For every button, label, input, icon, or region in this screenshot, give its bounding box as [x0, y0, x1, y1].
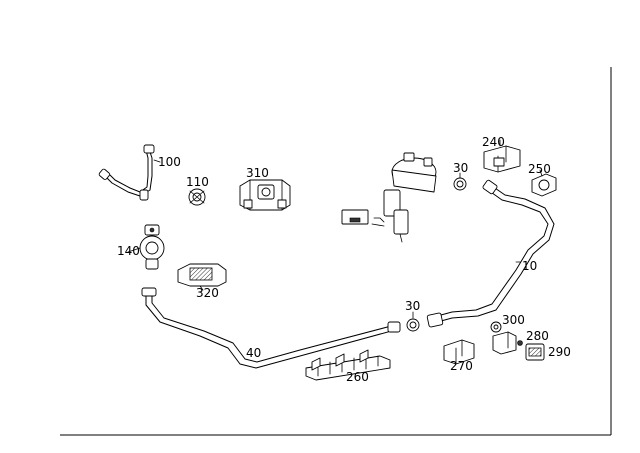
part-40-fuel-line[interactable] [141, 287, 401, 369]
label-10: 10 [522, 259, 537, 273]
label-310: 310 [246, 166, 269, 180]
label-290: 290 [548, 345, 571, 359]
label-280: 280 [526, 329, 549, 343]
part-30-clamp-upper[interactable] [453, 172, 467, 191]
part-280-bracket[interactable] [492, 331, 523, 355]
label-240: 240 [482, 135, 505, 149]
label-30-upper: 30 [453, 161, 468, 175]
part-300-washer[interactable] [490, 321, 502, 333]
part-290-connector[interactable] [525, 343, 545, 361]
part-320-clip[interactable] [177, 263, 227, 291]
part-310-bracket[interactable] [239, 179, 291, 211]
drawing-frame [60, 67, 612, 436]
part-30-clamp-lower[interactable] [406, 311, 420, 332]
part-240-bracket[interactable] [483, 139, 521, 173]
callout-labels: 100 110 310 140 320 40 260 30 10 30 240 … [117, 135, 571, 384]
part-250-clip[interactable] [531, 169, 557, 197]
label-320: 320 [196, 286, 219, 300]
label-140: 140 [117, 244, 140, 258]
label-300: 300 [502, 313, 525, 327]
label-100: 100 [158, 155, 181, 169]
label-250: 250 [528, 162, 551, 176]
part-100-fuel-line[interactable] [98, 144, 161, 201]
part-110-grommet[interactable] [188, 188, 206, 206]
label-110: 110 [186, 175, 209, 189]
fuel-pump-assembly[interactable] [341, 152, 437, 243]
part-270-clip[interactable] [443, 339, 475, 365]
label-40: 40 [246, 346, 261, 360]
part-260-clip-rail[interactable] [305, 349, 391, 381]
label-260: 260 [346, 370, 369, 384]
label-30-lower: 30 [405, 299, 420, 313]
part-140-filter[interactable] [127, 224, 165, 270]
label-270: 270 [450, 359, 473, 373]
part-10-fuel-line[interactable] [426, 179, 555, 328]
